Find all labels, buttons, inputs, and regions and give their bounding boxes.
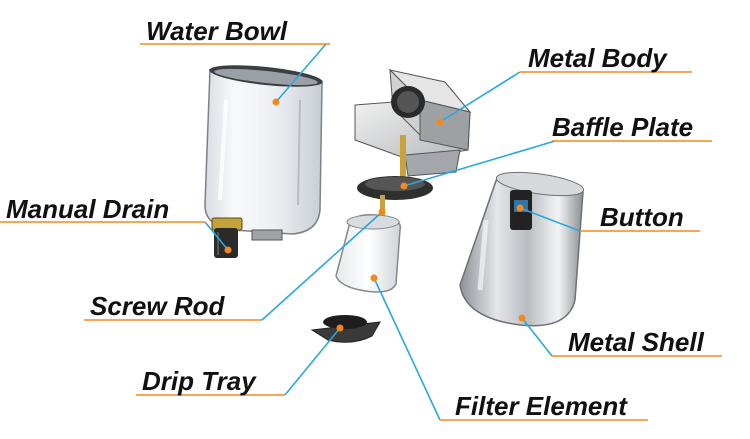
label-screw-rod: Screw Rod [90,291,225,321]
manual-drain-dot [224,246,232,254]
leader-lines [0,43,722,421]
leader-metal-body [439,71,692,123]
baffle-plate-part [357,135,433,200]
label-filter-element: Filter Element [455,391,628,421]
drip-tray-dot [336,324,344,332]
label-metal-shell: Metal Shell [568,327,705,357]
label-baffle-plate: Baffle Plate [552,112,693,142]
water-bowl-dot [272,98,280,106]
button-dot [516,204,524,212]
water-bowl-part [204,65,323,241]
leader-button [519,207,700,232]
label-button: Button [600,202,684,232]
leader-filter-element [373,277,648,421]
label-drip-tray: Drip Tray [142,366,257,396]
metal-body-dot [436,118,444,126]
anchor-dots [224,98,526,332]
leader-baffle-plate [403,140,712,187]
leader-drip-tray [136,327,341,396]
manual-drain-part [211,217,243,258]
metal-shell-dot [518,314,526,322]
leader-screw-rod [84,211,383,321]
filter-element-dot [370,274,378,282]
label-metal-body: Metal Body [528,43,668,73]
leader-manual-drain [0,221,229,251]
baffle-plate-dot [400,182,408,190]
label-manual-drain: Manual Drain [6,194,169,224]
leader-metal-shell [521,317,722,357]
filter-element-part [335,214,402,293]
metal-body-part [354,68,472,177]
drip-tray-part [310,315,381,343]
leader-water-bowl [140,43,330,103]
metal-shell-part [459,171,585,327]
screw-rod-dot [378,208,386,216]
label-water-bowl: Water Bowl [146,16,288,46]
